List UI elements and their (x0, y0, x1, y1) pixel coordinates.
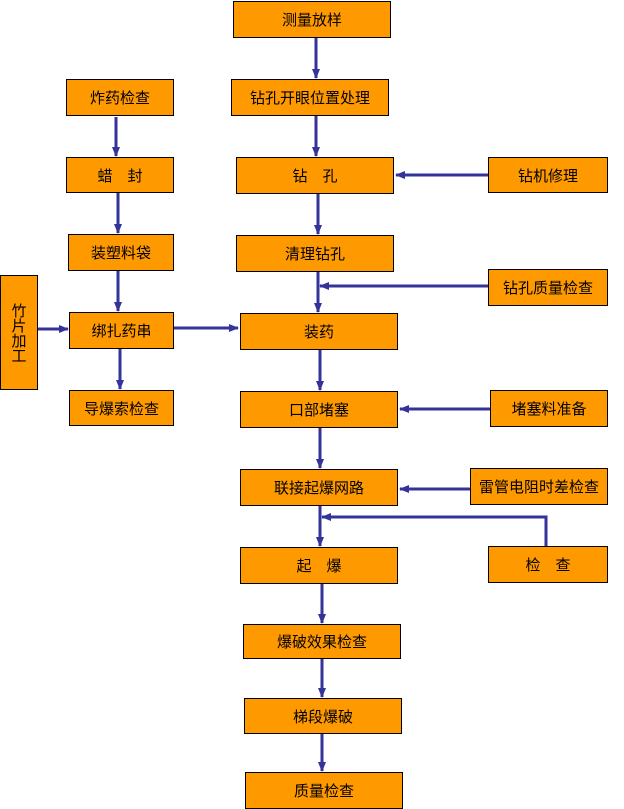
node-quality-check: 质量检查 (245, 772, 403, 809)
node-clean-hole: 清理钻孔 (236, 235, 394, 272)
node-plastic-bag: 装塑料袋 (68, 234, 174, 271)
node-eye-position: 钻孔开眼位置处理 (231, 79, 389, 116)
node-stemming: 口部堵塞 (240, 391, 398, 428)
node-measure: 测量放样 (233, 1, 391, 38)
node-detonating-cord-check: 导爆索检查 (69, 390, 174, 426)
node-drill: 钻 孔 (236, 157, 394, 194)
node-bamboo-processing: 竹片加工 (0, 275, 38, 390)
node-bench-blasting: 梯段爆破 (244, 698, 402, 734)
node-charge: 装药 (240, 313, 398, 350)
node-stemming-prep: 堵塞料准备 (490, 390, 608, 427)
node-detonator-check: 雷管电阻时差检查 (470, 468, 608, 505)
node-connect-network: 联接起爆网路 (240, 469, 398, 506)
node-drill-repair: 钻机修理 (488, 157, 608, 193)
node-blast-effect-check: 爆破效果检查 (243, 624, 401, 659)
node-bundle-string: 绑扎药串 (69, 312, 174, 349)
node-wax-seal: 蜡 封 (66, 157, 174, 193)
node-inspection: 检 查 (488, 546, 608, 583)
arrow-inspection-to-main (321, 513, 548, 546)
node-detonate: 起 爆 (240, 547, 398, 584)
node-hole-quality-check: 钻孔质量检查 (488, 269, 608, 306)
node-explosive-check: 炸药检查 (66, 79, 174, 116)
